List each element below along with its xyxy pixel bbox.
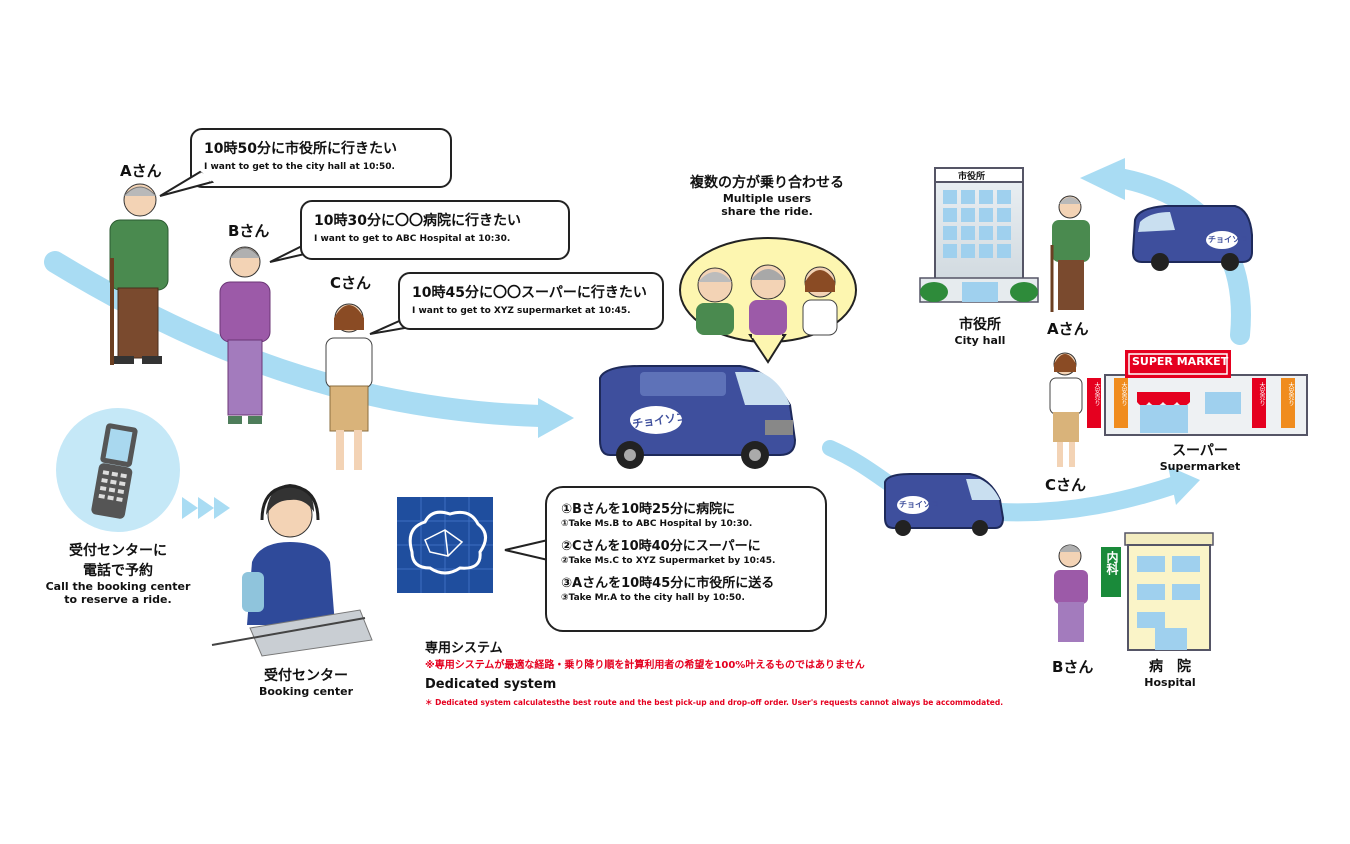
person-b-figure <box>219 246 271 424</box>
city-hall-en: City hall <box>954 334 1006 347</box>
hospital-en: Hospital <box>1144 676 1196 689</box>
sale-banner-1: 大安売り <box>1093 382 1100 406</box>
speech-b-jp: 10時30分に〇〇病院に行きたい <box>314 213 521 229</box>
person-b-right-label: Bさん <box>1052 658 1094 676</box>
speech-a-jp: 10時50分に市役所に行きたい <box>204 141 397 157</box>
phone-en-line2: to reserve a ride. <box>64 593 172 606</box>
supermarket-sign: SUPER MARKET <box>1132 355 1229 368</box>
hospital-caption: 病 院 Hospital <box>1135 656 1205 689</box>
instruction-2-jp: ②Cさんを10時40分にスーパーに <box>561 539 761 554</box>
system-title-en: Dedicated system <box>425 677 557 692</box>
speech-c-jp: 10時45分に〇〇スーパーに行きたい <box>412 285 647 301</box>
flow-arrow-pickup <box>44 251 574 438</box>
person-c-right-label: Cさん <box>1045 476 1087 494</box>
person-a-right-figure <box>1050 195 1090 312</box>
ai-system-icon <box>397 497 493 593</box>
share-en-line1: Multiple users <box>722 192 812 205</box>
city-hall-building <box>919 167 1039 303</box>
sale-banner-2: 大安売り <box>1120 382 1127 406</box>
share-jp: 複数の方が乗り合わせる <box>690 175 844 191</box>
supermarket-caption: スーパー Supermarket <box>1150 440 1250 473</box>
share-en-line2: share the ride. <box>721 205 813 218</box>
booking-center-caption: 受付センター Booking center <box>236 665 376 698</box>
system-note-en: ＊ Dedicated system calculatesthe best ro… <box>425 698 1004 707</box>
share-ride-caption: 複数の方が乗り合わせる Multiple users share the rid… <box>672 172 862 218</box>
speech-bubble-b: 10時30分に〇〇病院に行きたい I want to get to ABC Ho… <box>300 200 570 260</box>
supermarket-en: Supermarket <box>1159 460 1241 473</box>
phone-icon <box>56 408 180 532</box>
operator-figure <box>211 484 373 657</box>
person-a-right-label: Aさん <box>1047 320 1089 338</box>
sale-banner-3: 大安売り <box>1258 382 1265 406</box>
van-logo-small: チョイソコ <box>899 500 939 509</box>
instruction-3-jp: ③Aさんを10時45分に市役所に送る <box>561 576 775 591</box>
speech-bubble-c: 10時45分に〇〇スーパーに行きたい I want to get to XYZ … <box>398 272 664 330</box>
booking-en: Booking center <box>258 685 354 698</box>
person-a-figure <box>109 183 169 365</box>
city-hall-jp: 市役所 <box>959 317 1001 333</box>
person-a-label: Aさん <box>120 162 162 180</box>
person-c-label: Cさん <box>330 274 372 292</box>
person-c-figure <box>325 303 373 470</box>
hospital-sign: 内科 <box>1105 551 1119 575</box>
person-b-right-figure <box>1054 544 1088 642</box>
phone-en-line1: Call the booking center <box>45 580 191 593</box>
instruction-3-en: ③Take Mr.A to the city hall by 10:50. <box>561 593 745 603</box>
instruction-1-en: ①Take Ms.B to ABC Hospital by 10:30. <box>561 519 753 529</box>
hospital-jp: 病 院 <box>1149 659 1191 675</box>
share-ride-bubble <box>679 237 857 364</box>
signal-arrows <box>182 497 230 519</box>
phone-caption: 受付センターに 電話で予約 Call the booking center to… <box>28 540 208 606</box>
speech-bubble-a: 10時50分に市役所に行きたい I want to get to the cit… <box>190 128 452 188</box>
hospital-building <box>1101 532 1214 651</box>
van-logo-top: チョイソコ <box>1208 235 1248 244</box>
supermarket-jp: スーパー <box>1172 443 1228 459</box>
flow-arrow-to-supermarket <box>991 466 1200 522</box>
supermarket-building <box>1087 350 1308 436</box>
instruction-2-en: ②Take Ms.C to XYZ Supermarket by 10:45. <box>561 556 776 566</box>
city-hall-sign: 市役所 <box>958 172 986 182</box>
dispatch-instructions-bubble: ①Bさんを10時25分に病院に ①Take Ms.B to ABC Hospit… <box>545 486 827 632</box>
city-hall-caption: 市役所 City hall <box>945 314 1015 347</box>
top-van <box>1131 205 1253 271</box>
instruction-1-jp: ①Bさんを10時25分に病院に <box>561 502 736 517</box>
booking-jp: 受付センター <box>264 668 348 684</box>
speech-c-en: I want to get to XYZ supermarket at 10:4… <box>412 306 631 316</box>
system-note-jp: ※専用システムが最適な経路・乗り降り順を計算利用者の希望を100%叶えるものでは… <box>425 660 865 671</box>
speech-b-en: I want to get to ABC Hospital at 10:30. <box>314 234 511 244</box>
main-van <box>599 365 797 469</box>
speech-a-en: I want to get to the city hall at 10:50. <box>204 162 395 172</box>
person-b-label: Bさん <box>228 222 270 240</box>
phone-jp-line2: 電話で予約 <box>83 563 153 579</box>
small-van <box>884 473 1005 536</box>
phone-jp-line1: 受付センターに <box>69 543 167 559</box>
person-c-right-figure <box>1049 352 1083 467</box>
sale-banner-4: 大安売り <box>1287 382 1294 406</box>
system-title-jp: 専用システム <box>425 641 503 656</box>
